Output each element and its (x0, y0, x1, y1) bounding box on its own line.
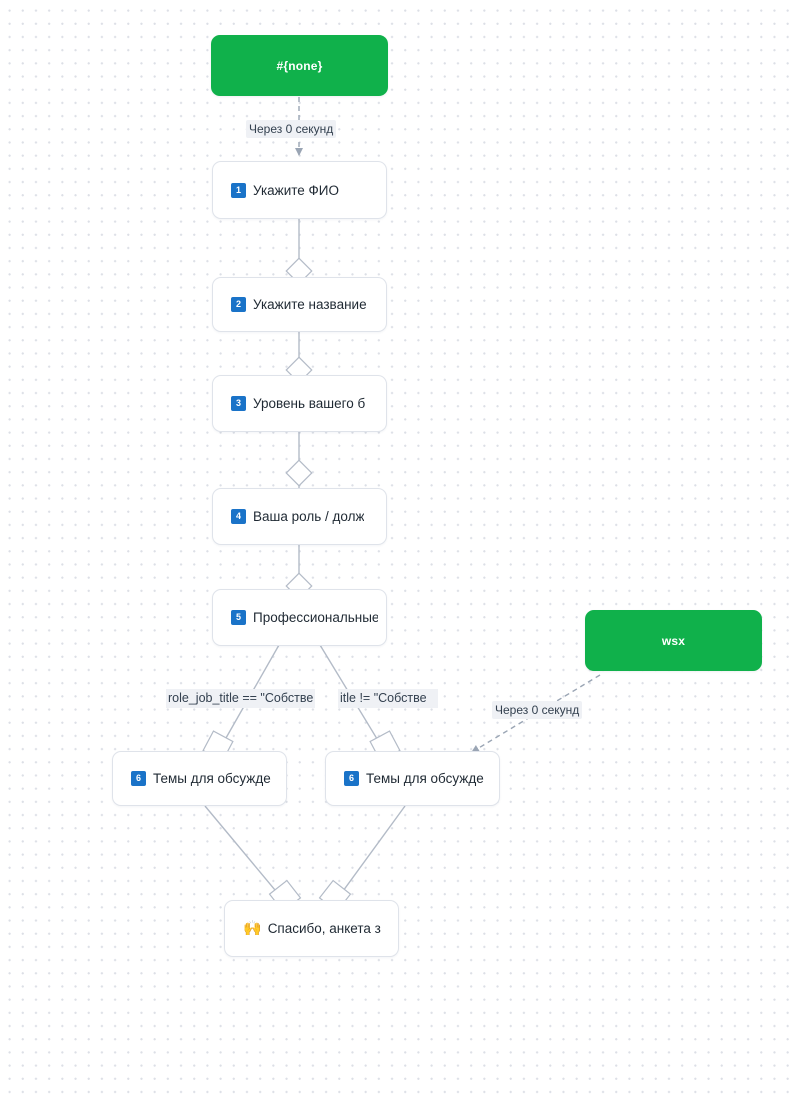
node-step-4[interactable]: 4 Ваша роль / долж (212, 488, 387, 545)
node-start[interactable]: #{none} (211, 35, 388, 96)
edge-label-delay-start: Через 0 секунд (246, 120, 337, 138)
step-number-badge: 2 (231, 297, 246, 312)
step-number-badge: 3 (231, 396, 246, 411)
step-number-badge: 6 (131, 771, 146, 786)
node-wsx[interactable]: wsx (585, 610, 762, 671)
node-step-2[interactable]: 2 Укажите название (212, 277, 387, 332)
step-number-badge: 4 (231, 509, 246, 524)
condition-label-left: role_job_title == "Собстве (166, 689, 316, 708)
edge-label-delay-wsx: Через 0 секунд (492, 701, 583, 719)
step-number-badge: 1 (231, 182, 246, 198)
node-wsx-label: wsx (661, 633, 686, 648)
condition-label-right: itle != "Собстве (338, 689, 438, 708)
edge-step6right-to-final (334, 805, 406, 903)
node-final[interactable]: 🙌 Спасибо, анкета з (224, 900, 399, 957)
node-step-4-label: Ваша роль / долж (253, 509, 365, 524)
node-step-5-label: Профессиональные (253, 610, 378, 625)
node-step-6-right-label: Темы для обсужде (366, 771, 484, 786)
node-step-1[interactable]: 1 Укажите ФИО (212, 161, 387, 219)
node-step-6-right[interactable]: 6 Темы для обсужде (325, 751, 500, 806)
step-number-badge: 6 (344, 771, 359, 786)
raising-hands-icon: 🙌 (243, 920, 262, 937)
node-step-6-left-label: Темы для обсужде (153, 771, 271, 786)
connector-diamond-3-4 (285, 459, 313, 487)
node-step-2-label: Укажите название (253, 297, 367, 312)
node-step-1-label: Укажите ФИО (253, 182, 340, 198)
edge-step6left-to-final (204, 805, 286, 903)
node-start-label: #{none} (276, 58, 323, 73)
node-step-6-left[interactable]: 6 Темы для обсужде (112, 751, 287, 806)
node-step-3-label: Уровень вашего б (253, 396, 366, 411)
node-step-5[interactable]: 5 Профессиональные (212, 589, 387, 646)
node-final-label: Спасибо, анкета з (267, 921, 381, 936)
step-number-badge: 5 (231, 610, 246, 625)
node-step-3[interactable]: 3 Уровень вашего б (212, 375, 387, 432)
